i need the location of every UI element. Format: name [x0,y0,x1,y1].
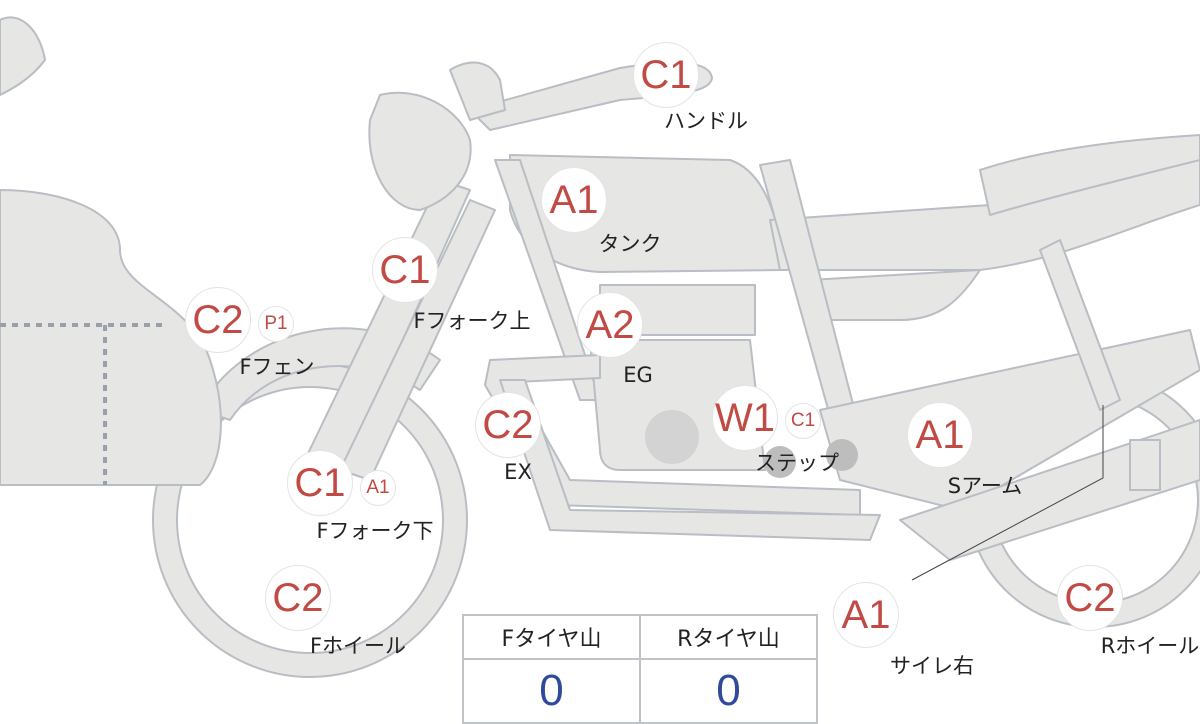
silencer [899,419,1200,561]
rear-tire-header: Rタイヤ山 [639,614,818,660]
part-label-ffork-upper: Fフォーク上 [413,309,531,333]
grade-badge-tank: A1 [541,167,607,233]
part-label-fwheel: Fホイール [309,634,407,658]
footpeg [764,446,796,478]
grade-badge-ffender-secondary: P1 [258,306,294,342]
part-label-ffork-lower: Fフォーク下 [316,519,434,543]
front-tire-header: Fタイヤ山 [462,614,641,660]
grade-badge-ffork-lower-secondary: A1 [360,470,396,506]
rear-tire-value: 0 [639,658,818,724]
grade-badge-step: W1 [712,385,778,451]
part-label-step: ステップ [755,451,839,475]
part-label-rwheel: Rホイール [1100,634,1200,658]
part-label-engine: EG [623,363,653,387]
front-cowl [0,189,222,486]
grade-badge-step-secondary: C1 [785,403,821,439]
grade-badge-exhaust: C2 [475,392,541,458]
part-label-silencer-right: サイレ右 [890,654,974,678]
grade-badge-ffork-upper: C1 [372,237,438,303]
part-label-handle: ハンドル [664,109,748,133]
grade-badge-rwheel: C2 [1057,565,1123,631]
front-tire-value: 0 [462,658,641,724]
grade-badge-handle: C1 [633,42,699,108]
headlight [368,91,472,211]
grade-badge-fwheel: C2 [265,565,331,631]
grade-badge-silencer-right: A1 [833,582,899,648]
tire-tread-table: Fタイヤ山 Rタイヤ山 0 0 [462,614,818,724]
grade-badge-ffender: C2 [185,287,251,353]
grade-badge-engine: A2 [577,292,643,358]
part-label-tank: タンク [598,232,662,256]
grade-badge-ffork-lower: C1 [287,450,353,516]
part-label-ffender: Fフェン [239,355,315,379]
part-label-exhaust: EX [504,460,532,484]
grade-badge-swingarm: A1 [907,402,973,468]
part-label-swingarm: Sアーム [947,474,1023,498]
